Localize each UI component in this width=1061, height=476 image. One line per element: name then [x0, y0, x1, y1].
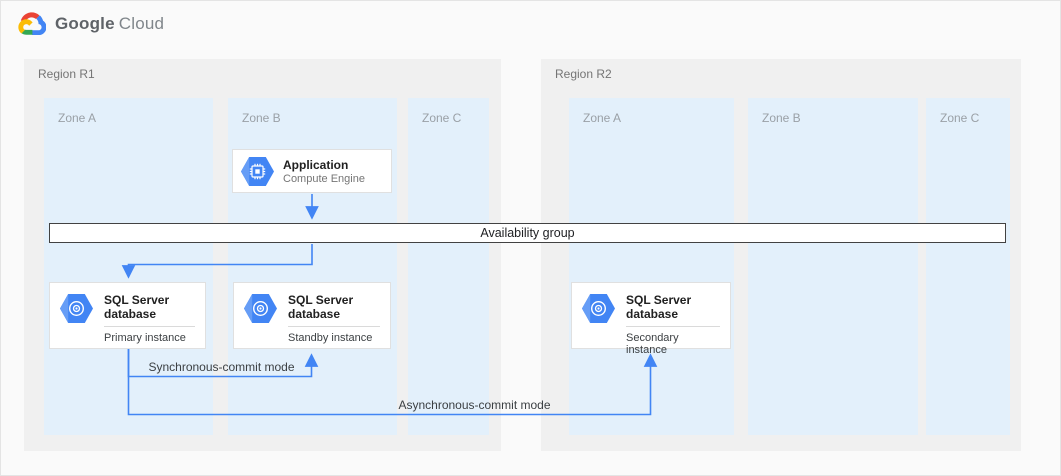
zone-label: Zone A [583, 111, 622, 125]
async-connector-label: Asynchronous-commit mode [398, 398, 551, 412]
compute-engine-icon [241, 157, 274, 191]
availability-group-bar: Availability group [49, 223, 1006, 243]
zone-label: Zone A [58, 111, 97, 125]
application-subtitle: Compute Engine [283, 173, 365, 185]
logo-word-google: Google [55, 13, 115, 33]
region-r2-zone-c: Zone C [926, 98, 1010, 435]
logo-word-cloud: Cloud [118, 13, 165, 33]
sql-server-standby-card: SQL Server database Standby instance [233, 282, 391, 349]
sql-server-title: SQL Server database [288, 293, 380, 327]
cloud-sql-icon [60, 294, 93, 328]
google-cloud-logo-icon [18, 12, 46, 35]
standby-instance-label: Standby instance [288, 332, 373, 344]
zone-label: Zone C [422, 111, 462, 125]
primary-instance-label: Primary instance [104, 332, 186, 344]
secondary-instance-label: Secondary instance [626, 332, 679, 356]
sql-server-secondary-card: SQL Server database Secondary instance [571, 282, 731, 356]
cloud-sql-icon [582, 294, 615, 328]
region-r1-zone-a: Zone A [44, 98, 213, 435]
zone-label: Zone C [940, 111, 980, 125]
sql-server-title: SQL Server database [104, 293, 195, 327]
sql-server-primary-card: SQL Server database Primary instance [49, 282, 206, 349]
region-r2-zone-b: Zone B [748, 98, 918, 435]
application-title: Application [283, 158, 349, 172]
zone-label: Zone B [762, 111, 801, 125]
cloud-sql-icon [244, 294, 277, 328]
application-card: Application Compute Engine [232, 149, 392, 193]
availability-group-label: Availability group [480, 226, 575, 240]
region-r2-label: Region R2 [555, 67, 612, 81]
region-r1-zone-c: Zone C [408, 98, 489, 435]
region-r1-label: Region R1 [38, 67, 95, 81]
region-r2-zone-a: Zone A [569, 98, 734, 435]
sync-connector-label: Synchronous-commit mode [148, 360, 295, 374]
sql-server-title: SQL Server database [626, 293, 720, 327]
zone-label: Zone B [242, 111, 281, 125]
